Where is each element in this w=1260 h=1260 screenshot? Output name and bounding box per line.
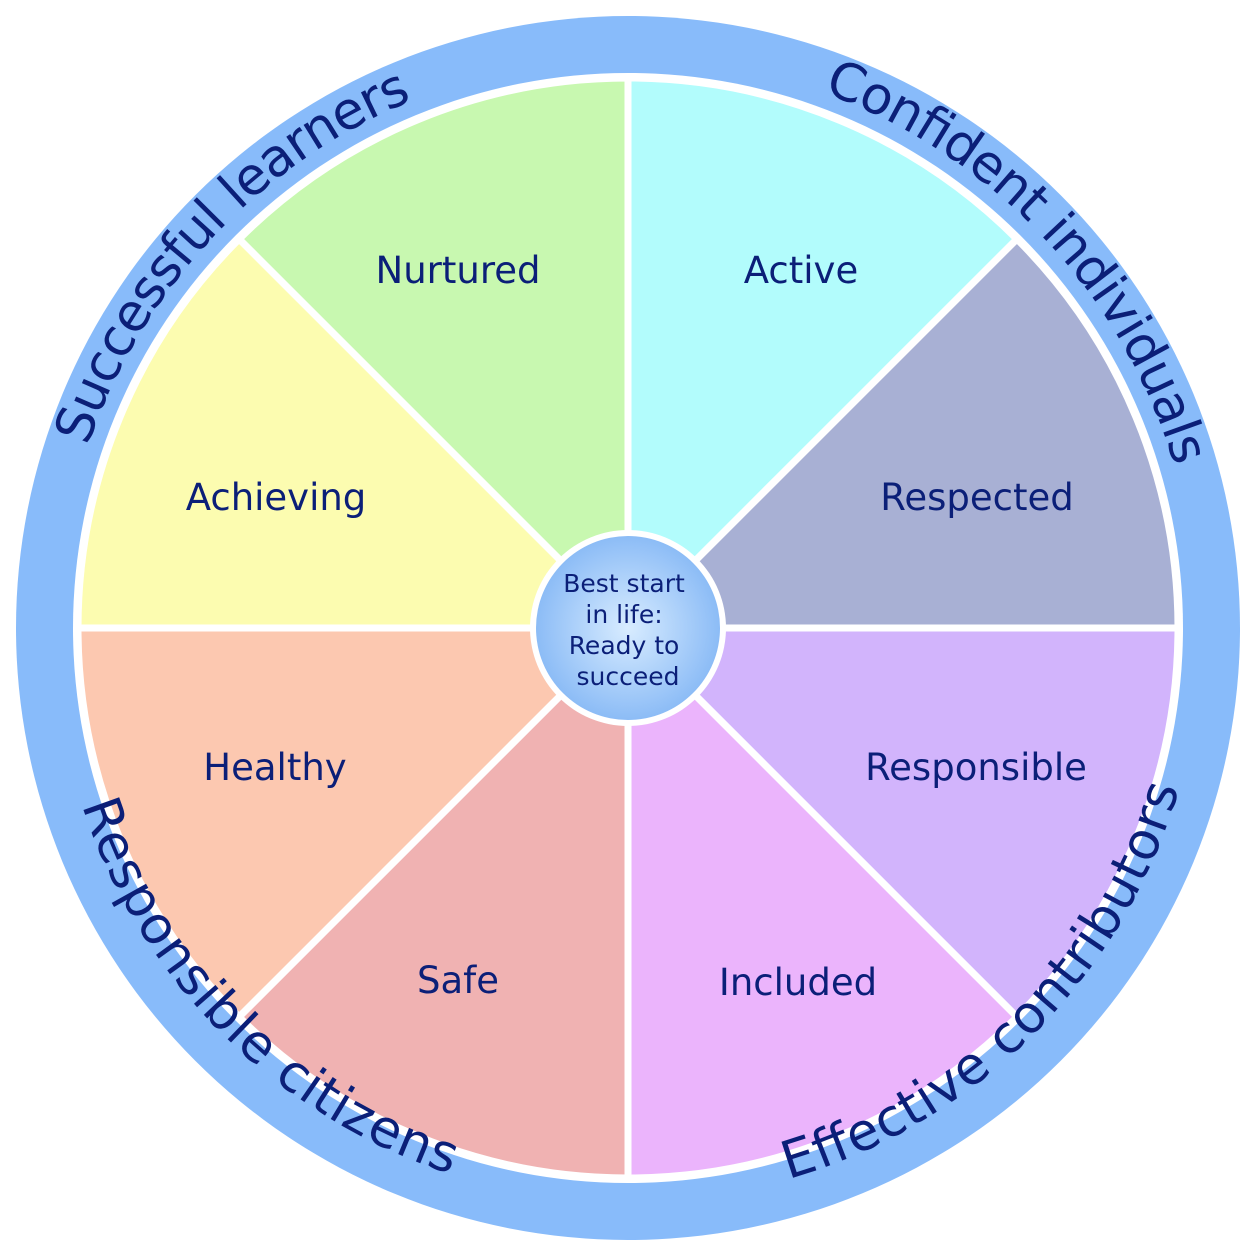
wedge-group: Nurtured ActiveRespectedResponsibleInclud… (74, 74, 1182, 1182)
wedge-nurtured (235, 74, 632, 632)
wedge-safe (235, 624, 632, 1182)
wedge-label-nurtured: Nurtured (376, 249, 541, 292)
wedge-active (624, 74, 1021, 632)
wedge-label-safe: Safe (417, 959, 499, 1002)
center-circle (536, 536, 720, 720)
center-line-4: succeed (577, 662, 680, 691)
wedge-label-responsible: Responsible (865, 746, 1087, 789)
center-line-3: Ready to (569, 631, 680, 660)
center-text: Best start in life: Ready to succeed (563, 569, 693, 691)
wedge-responsible (624, 624, 1182, 1021)
wedge-achieving (74, 235, 632, 632)
wedge-label-achieving: Achieving (186, 476, 367, 519)
center-line-2: in life: (585, 600, 662, 629)
wedge-label-healthy: Healthy (203, 746, 346, 789)
center-line-1: Best start (563, 569, 685, 598)
wedge-healthy (74, 624, 632, 1021)
wedge-label-respected: Respected (880, 476, 1073, 519)
wedge-label-active: Active (744, 249, 858, 292)
wedge-respected (624, 235, 1182, 632)
wedge-label-included: Included (719, 961, 877, 1004)
wedge-included (624, 624, 1021, 1182)
